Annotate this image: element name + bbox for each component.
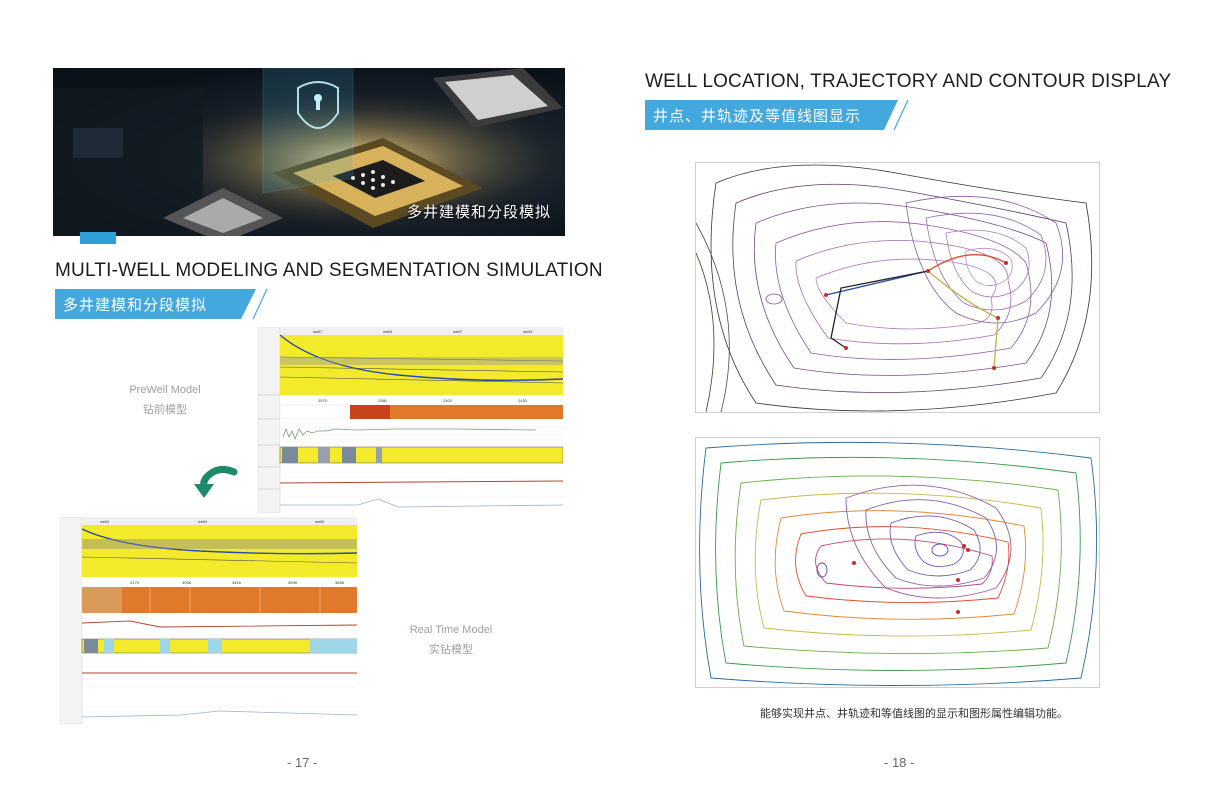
- realtime-tracks: well4 well4 well4 3179 3058 3416 3598 3658: [59, 516, 358, 725]
- hero-accent-tab: [80, 232, 116, 244]
- depth-tick-label: 2570: [318, 398, 328, 403]
- depth-tick-label: 3179: [130, 580, 140, 585]
- left-section-title-en: MULTI-WELL MODELING AND SEGMENTATION SIM…: [55, 260, 603, 281]
- realtime-model-panel: well4 well4 well4 3179 3058 3416 3598 3658: [59, 516, 358, 725]
- realtime-label-cn: 实钻模型: [429, 644, 473, 656]
- well-name-label: well4: [198, 519, 208, 524]
- right-title-slash: [872, 100, 912, 130]
- depth-tick-label: 2430: [518, 398, 528, 403]
- well-name-label: well4: [315, 519, 325, 524]
- realtime-label-en: Real Time Model: [409, 624, 493, 636]
- well-name-label: well4: [523, 329, 533, 334]
- contour-map-colored: [695, 437, 1100, 688]
- depth-tick-label: 3416: [232, 580, 242, 585]
- curved-arrow-icon: [194, 466, 238, 498]
- prewell-label-en: PreWell Model: [129, 384, 201, 396]
- contour-map-1-graphic: [696, 164, 1093, 412]
- depth-tick-label: 3598: [288, 580, 298, 585]
- well-name-label: well4: [383, 329, 393, 334]
- left-section-title-cn: 多井建模和分段模拟: [55, 289, 267, 319]
- contour-map-trajectory: [695, 162, 1100, 413]
- right-section-title-cn: 井点、井轨迹及等值线图显示: [645, 100, 885, 130]
- right-caption: 能够实现井点、井轨迹和等值线图的显示和图形属性编辑功能。: [760, 708, 1068, 720]
- left-page-number: - 17 -: [287, 755, 318, 770]
- cpu-chip-illustration: [53, 68, 565, 236]
- hero-image-chip: 多井建模和分段模拟: [53, 68, 565, 236]
- hero-caption: 多井建模和分段模拟: [406, 204, 551, 221]
- depth-tick-label: 3058: [182, 580, 192, 585]
- well-name-label: well7: [453, 329, 463, 334]
- prewell-label: PreWell Model 钻前模型: [110, 380, 220, 420]
- well-name-label: well7: [313, 329, 323, 334]
- left-title-slash: [241, 289, 272, 319]
- right-section-title-en: WELL LOCATION, TRAJECTORY AND CONTOUR DI…: [645, 71, 1172, 92]
- depth-tick-label: 3658: [335, 580, 345, 585]
- well-name-label: well4: [100, 519, 110, 524]
- depth-tick-label: 2400: [443, 398, 453, 403]
- prewell-label-cn: 钻前模型: [143, 404, 187, 416]
- right-page-number: - 18 -: [884, 755, 915, 770]
- prewell-tracks: well7 well4 well7 well4 2570 2380 2400 2430: [257, 326, 564, 514]
- realtime-label: Real Time Model 实钻模型: [396, 620, 506, 660]
- depth-tick-label: 2380: [378, 398, 388, 403]
- prewell-model-panel: well7 well4 well7 well4 2570 2380 2400 2430: [257, 326, 564, 514]
- contour-map-2-graphic: [699, 441, 1098, 686]
